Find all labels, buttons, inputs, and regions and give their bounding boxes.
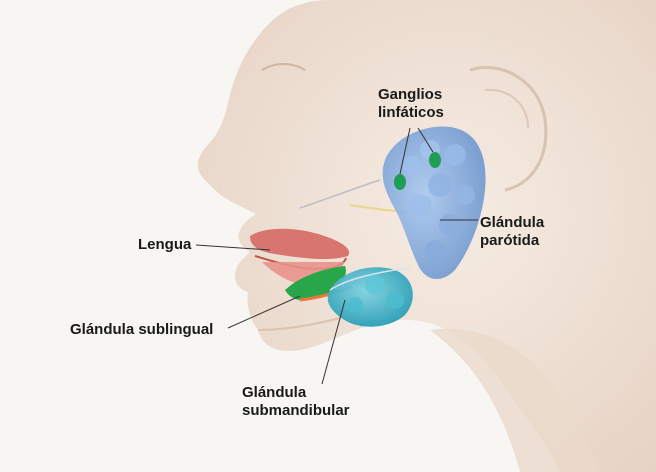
label-line: Glándula <box>242 384 307 401</box>
label-glandula-sublingual: Glándula sublingual <box>70 321 214 338</box>
parotid-duct <box>299 179 381 209</box>
label-line: parótida <box>480 232 540 249</box>
label-glandula-submandibular: Glándula submandibular <box>242 384 350 420</box>
label-glandula-parotida: Glándula parótida <box>480 214 544 250</box>
submandibular-gland <box>327 267 413 327</box>
lymph-node <box>394 174 406 190</box>
lymph-node <box>429 152 441 168</box>
label-line: linfáticos <box>378 104 444 121</box>
label-line: Glándula <box>480 214 545 231</box>
leader-sublingual <box>227 295 301 329</box>
label-lengua: Lengua <box>138 236 192 253</box>
leader-lengua <box>195 244 271 251</box>
ear <box>469 65 548 192</box>
leader-submandibular <box>321 299 346 385</box>
eye <box>261 63 306 71</box>
parotid-gland <box>382 126 486 280</box>
label-line: Ganglios <box>378 86 443 103</box>
label-ganglios-linfaticos: Ganglios linfáticos <box>378 86 444 122</box>
label-line: submandibular <box>242 402 350 419</box>
leader-ganglios-1 <box>399 127 411 175</box>
leader-ganglios-2 <box>417 127 434 153</box>
neck-shading <box>430 328 600 472</box>
